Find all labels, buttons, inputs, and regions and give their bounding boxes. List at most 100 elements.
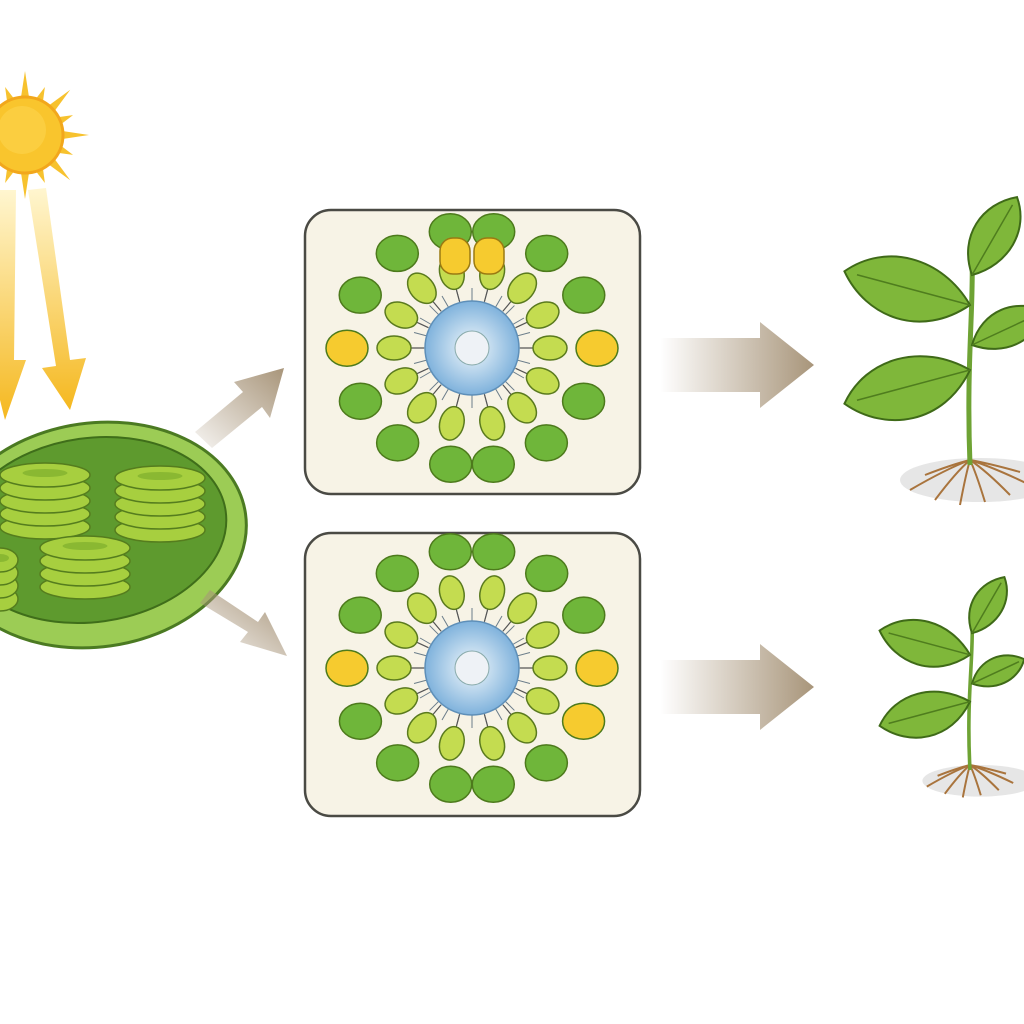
pigment-molecule: [439, 237, 471, 275]
pigment-molecule: [338, 596, 382, 634]
pigment-molecule: [384, 301, 419, 329]
reaction-center-core: [454, 650, 490, 686]
leaf-vein: [888, 700, 971, 725]
pigment-molecule: [524, 744, 569, 782]
pigment-molecule: [471, 445, 516, 484]
reaction-center-core: [454, 330, 490, 366]
pigment-molecule: [325, 649, 369, 687]
leaf-vein: [971, 204, 1014, 276]
pigment-molecule: [428, 765, 473, 804]
pigment-molecule: [507, 592, 538, 625]
leaf-vein: [888, 632, 971, 656]
pigment-molecule: [575, 329, 619, 367]
pigment-molecule: [479, 405, 506, 441]
pigment-molecule: [525, 687, 560, 715]
pigment-molecule: [406, 592, 437, 625]
pigment-molecule: [384, 621, 419, 649]
pigment-molecule: [438, 725, 465, 761]
pigment-molecule: [471, 765, 516, 804]
pigment-molecule: [438, 405, 465, 441]
pigment-molecule: [376, 655, 412, 681]
sun-icon: [0, 71, 89, 199]
pigment-molecule: [479, 725, 506, 761]
thylakoid-top: [62, 542, 108, 550]
pigment-molecule: [406, 272, 437, 305]
root: [937, 764, 971, 777]
pigment-molecule: [338, 702, 383, 740]
pigment-molecule: [338, 382, 383, 420]
photosystem-icon: [325, 533, 619, 804]
pigment-molecule: [376, 335, 412, 361]
pigment-molecule: [406, 391, 437, 424]
arrow-down-right-icon: [200, 590, 287, 656]
pigment-molecule: [532, 335, 568, 361]
pigment-molecule: [375, 744, 420, 782]
pigment-molecule: [325, 329, 369, 367]
photosystem-panel-top: [303, 208, 642, 496]
pigment-molecule: [428, 445, 473, 484]
pigment-molecule: [562, 596, 606, 634]
arrow-right-icon: [660, 644, 814, 730]
pigment-molecule: [525, 621, 560, 649]
root: [969, 764, 1007, 775]
leaf: [967, 195, 1022, 277]
sun-ray: [20, 71, 30, 100]
leaf-vein: [971, 313, 1024, 346]
thylakoid-top: [22, 469, 68, 477]
leaf: [878, 690, 972, 739]
photosystem-panel-bottom: [303, 531, 642, 818]
pigment-molecule: [473, 237, 505, 275]
pigment-molecule: [507, 391, 538, 424]
pigment-molecule: [479, 575, 506, 611]
plant-icon-small: [878, 575, 1024, 798]
leaf: [843, 255, 972, 323]
leaf: [970, 654, 1024, 688]
leaf-vein: [856, 369, 971, 402]
thylakoid-top: [137, 472, 183, 480]
arrow-up-right-icon: [195, 368, 284, 448]
light-beams: [0, 188, 86, 420]
sun-ray: [60, 130, 89, 140]
pigment-molecule: [507, 272, 538, 305]
stem: [966, 254, 975, 466]
pigment-molecule: [338, 276, 382, 314]
pigment-molecule: [471, 533, 516, 571]
leaf-vein: [971, 582, 1002, 634]
pigment-molecule: [575, 649, 619, 687]
sun-ray: [47, 157, 71, 181]
plant-icon-large: [843, 195, 1024, 506]
leaf: [878, 618, 972, 668]
pigment-molecule: [406, 711, 437, 744]
stem: [967, 618, 975, 771]
thylakoid-disc: [0, 547, 19, 573]
pigment-molecule: [524, 554, 569, 593]
pigment-molecule: [428, 533, 473, 571]
leaf: [843, 355, 972, 422]
pigment-molecule: [525, 301, 560, 329]
pigment-molecule: [375, 234, 420, 273]
pigment-molecule: [375, 424, 420, 462]
photosystem-icon: [325, 213, 619, 484]
pigment-molecule: [525, 367, 560, 395]
arrow-right-icon: [660, 322, 814, 408]
leaf-vein: [856, 273, 971, 306]
pigment-molecule: [438, 575, 465, 611]
pigment-molecule: [561, 702, 606, 740]
sun-ray: [47, 89, 71, 113]
root: [924, 459, 971, 476]
sun-ray: [20, 170, 30, 199]
leaf-vein: [971, 661, 1020, 685]
pigment-molecule: [375, 554, 420, 593]
pigment-molecule: [532, 655, 568, 681]
thylakoid-top: [0, 554, 9, 562]
pigment-molecule: [562, 276, 606, 314]
pigment-molecule: [561, 382, 606, 420]
pigment-molecule: [384, 367, 419, 395]
pigment-molecule: [524, 234, 569, 273]
pigment-molecule: [507, 711, 538, 744]
chloroplast-icon: [0, 420, 248, 650]
root: [969, 459, 1021, 473]
pigment-molecule: [384, 687, 419, 715]
pigment-molecule: [524, 424, 569, 462]
